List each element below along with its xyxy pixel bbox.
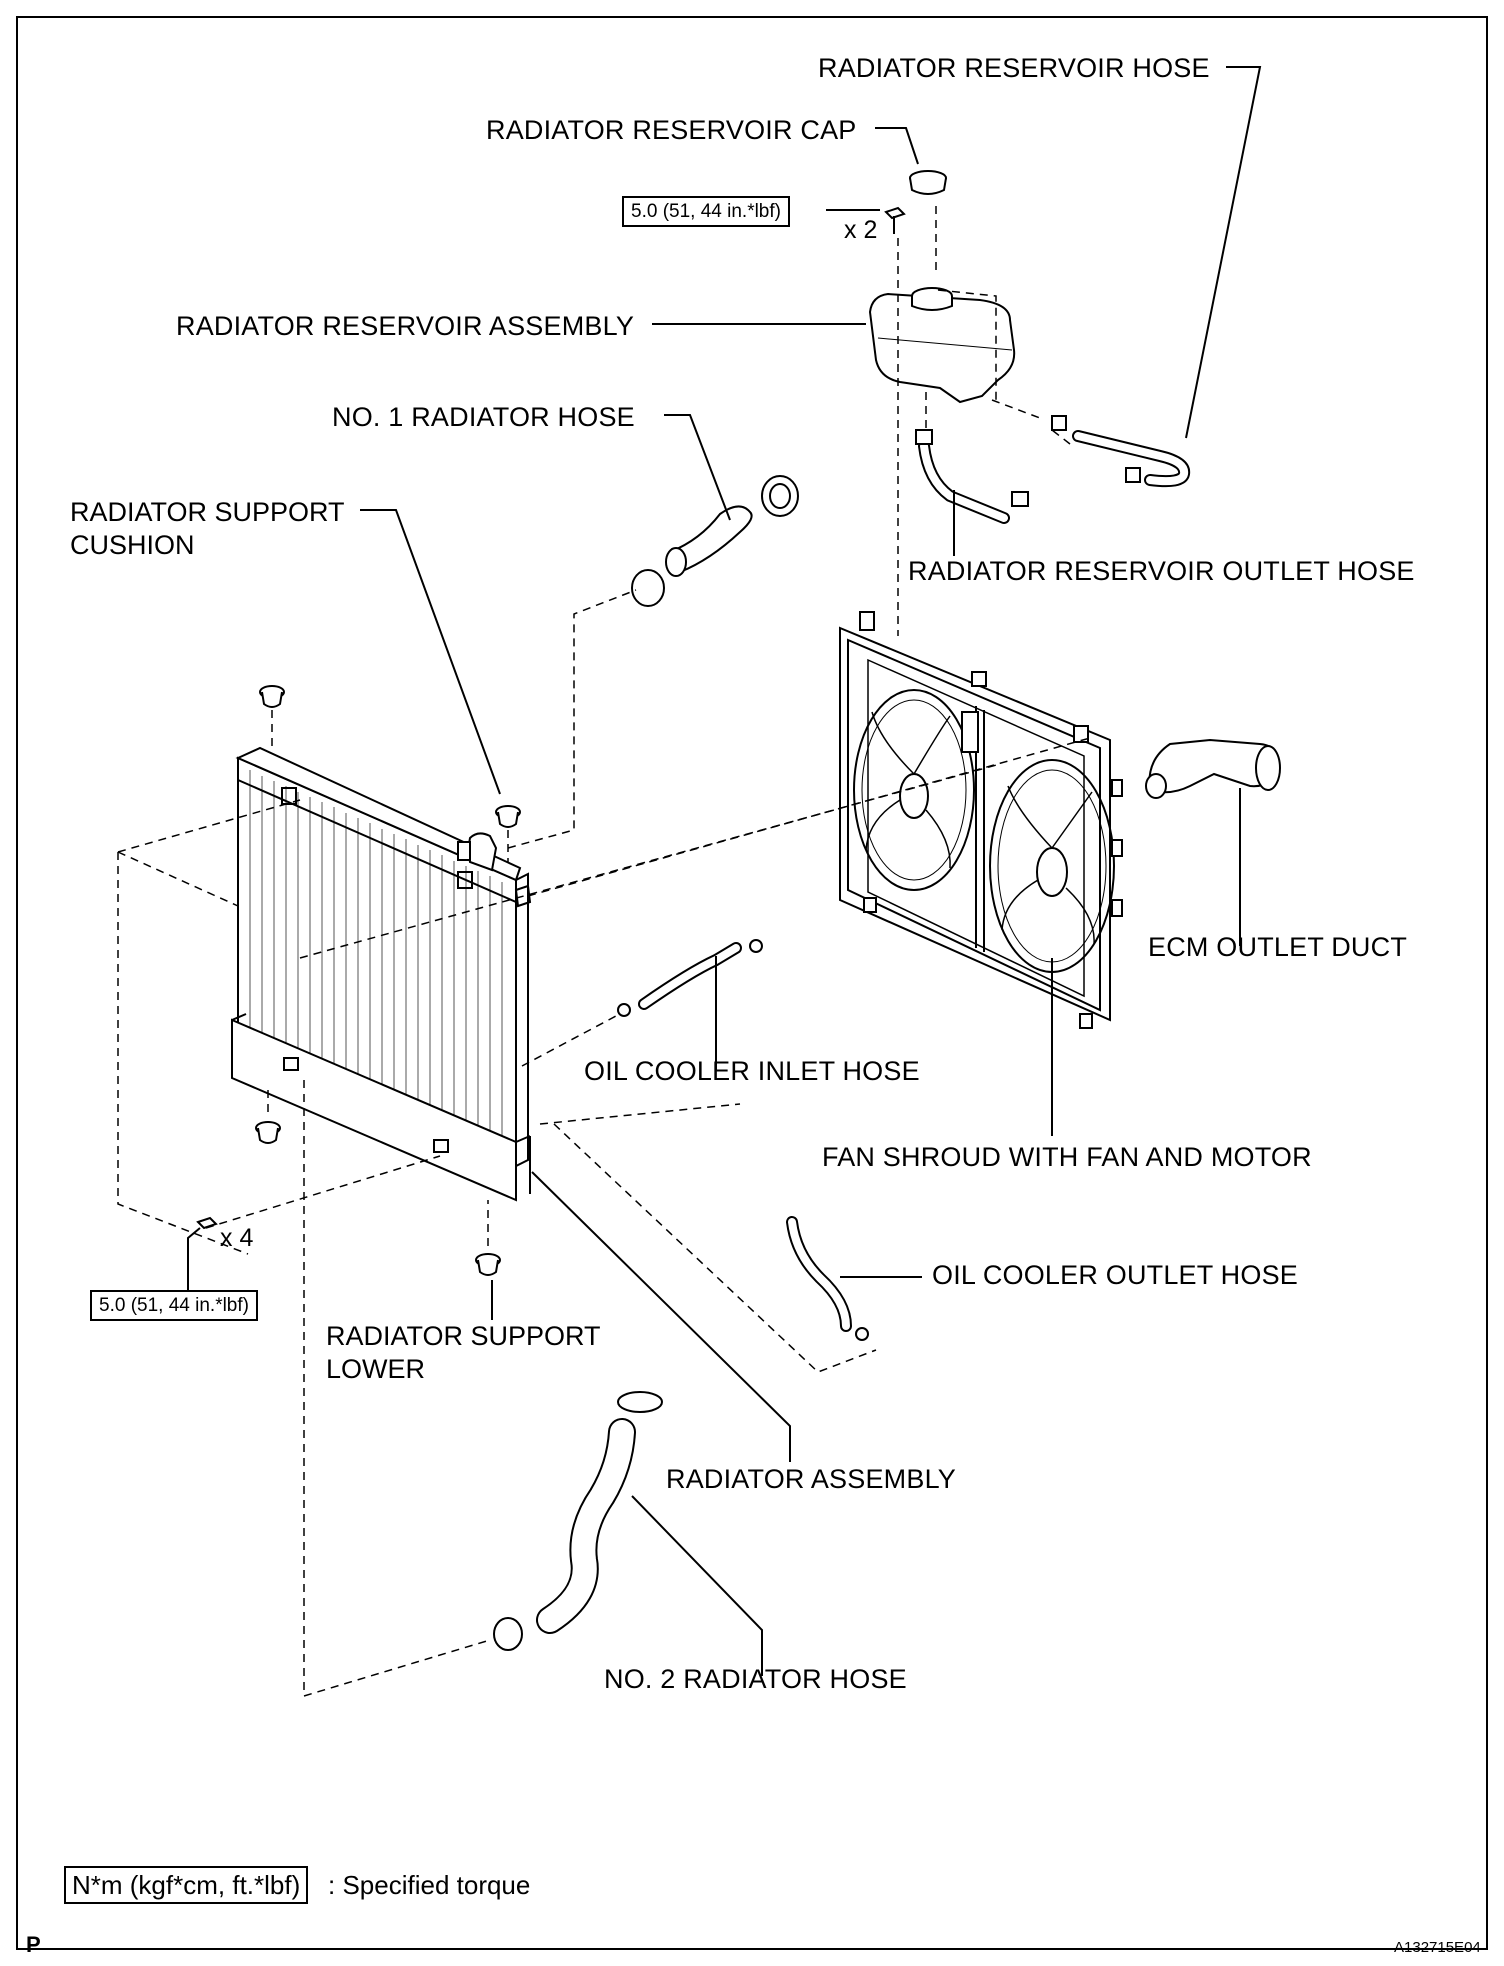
ecm-outlet-duct-drawing	[1145, 738, 1281, 799]
label-radiator-support-cushion-line2: CUSHION	[70, 530, 195, 560]
label-ecm-outlet-duct: ECM OUTLET DUCT	[1148, 932, 1408, 962]
reservoir-assembly-drawing	[868, 170, 1016, 404]
label-radiator-reservoir-assembly: RADIATOR RESERVOIR ASSEMBLY	[176, 311, 635, 341]
label-radiator-support-lower-line2: LOWER	[326, 1354, 426, 1384]
leader-lines	[187, 66, 1262, 1676]
label-fan-shroud-with-fan-and-motor: FAN SHROUD WITH FAN AND MOTOR	[822, 1142, 1312, 1172]
radiator-assembly-drawing	[231, 746, 532, 1202]
label-oil-cooler-inlet-hose: OIL COOLER INLET HOSE	[584, 1056, 920, 1086]
label-no1-radiator-hose: NO. 1 RADIATOR HOSE	[332, 402, 635, 432]
label-radiator-reservoir-outlet-hose: RADIATOR RESERVOIR OUTLET HOSE	[908, 556, 1415, 586]
label-radiator-reservoir-hose: RADIATOR RESERVOIR HOSE	[818, 53, 1210, 83]
label-no2-radiator-hose: NO. 2 RADIATOR HOSE	[604, 1664, 907, 1694]
label-radiator-assembly: RADIATOR ASSEMBLY	[666, 1464, 956, 1494]
quantity-reservoir-bolt: x 2	[844, 216, 878, 244]
label-radiator-support-cushion: RADIATOR SUPPORT CUSHION	[70, 496, 345, 562]
label-oil-cooler-outlet-hose: OIL COOLER OUTLET HOSE	[932, 1260, 1298, 1290]
label-radiator-reservoir-cap: RADIATOR RESERVOIR CAP	[486, 115, 857, 145]
torque-spec-radiator-bolt: 5.0 (51, 44 in.*lbf)	[90, 1290, 258, 1321]
assembly-dashed-lines	[117, 206, 1091, 1698]
legend-torque-unit-box: N*m (kgf*cm, ft.*lbf)	[64, 1866, 309, 1904]
torque-spec-reservoir-bolt: 5.0 (51, 44 in.*lbf)	[622, 196, 790, 227]
hoses-drawing	[196, 415, 1191, 1651]
corner-letter: P	[26, 1932, 41, 1957]
fan-shroud-drawing	[839, 611, 1123, 1029]
label-radiator-support-lower-line1: RADIATOR SUPPORT	[326, 1321, 601, 1351]
quantity-radiator-bolt: x 4	[220, 1224, 254, 1252]
label-radiator-support-cushion-line1: RADIATOR SUPPORT	[70, 497, 345, 527]
figure-code: A132715E04	[1394, 1939, 1481, 1956]
legend-specified-torque-text: : Specified torque	[328, 1870, 531, 1900]
label-radiator-support-lower: RADIATOR SUPPORT LOWER	[326, 1320, 601, 1386]
